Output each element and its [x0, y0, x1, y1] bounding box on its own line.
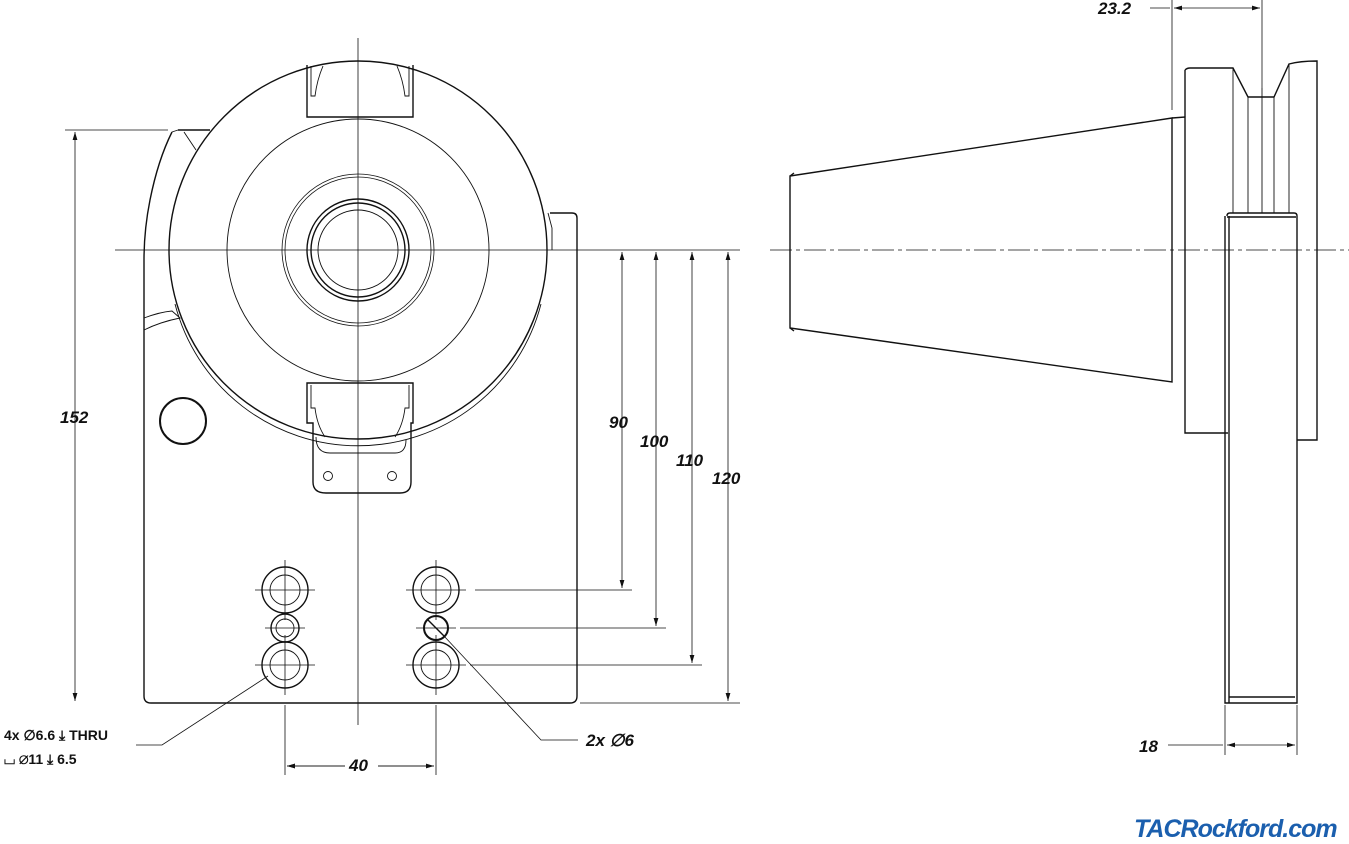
dim-40: 40 — [348, 756, 368, 775]
leader-pin-holes — [443, 635, 578, 741]
dim-90: 90 — [609, 413, 628, 432]
mounting-holes — [255, 560, 466, 695]
front-view — [115, 38, 600, 725]
brand-logo[interactable]: TACRockford.com — [1134, 815, 1338, 843]
side-view — [770, 60, 1349, 704]
callout-pin-holes: 2x ∅6 — [585, 731, 634, 750]
dim-120: 120 — [712, 469, 741, 488]
front-dimensions: 152 90 100 110 120 40 4x ∅6.6 ⤓ THRU ⌴ ∅… — [4, 129, 741, 775]
taper-shank — [789, 117, 1173, 383]
locating-hole — [159, 397, 207, 445]
dim-23-2: 23.2 — [1097, 0, 1132, 18]
top-drive-slot — [306, 65, 414, 118]
tab-hole-right — [387, 471, 397, 481]
leader-thru-holes — [136, 675, 269, 746]
centerlines — [115, 38, 600, 725]
body-outline — [143, 129, 578, 704]
body-notch — [143, 310, 181, 331]
tab-hole-left — [323, 471, 333, 481]
flange — [1171, 60, 1318, 441]
dim-152: 152 — [60, 408, 89, 427]
dim-18: 18 — [1139, 737, 1158, 756]
dim-110: 110 — [676, 451, 704, 470]
body-chamfer — [171, 129, 197, 151]
mount-plate — [1224, 212, 1298, 704]
body-notch-right — [547, 212, 553, 250]
callout-thru-holes: 4x ∅6.6 ⤓ THRU — [4, 727, 108, 743]
v-groove — [1232, 64, 1290, 213]
bottom-drive-tab — [306, 382, 414, 494]
callout-counterbore: ⌴ ∅11 ⤓ 6.5 — [4, 751, 77, 767]
side-dimensions: 23.2 18 — [1097, 0, 1298, 756]
dim-100: 100 — [640, 432, 669, 451]
